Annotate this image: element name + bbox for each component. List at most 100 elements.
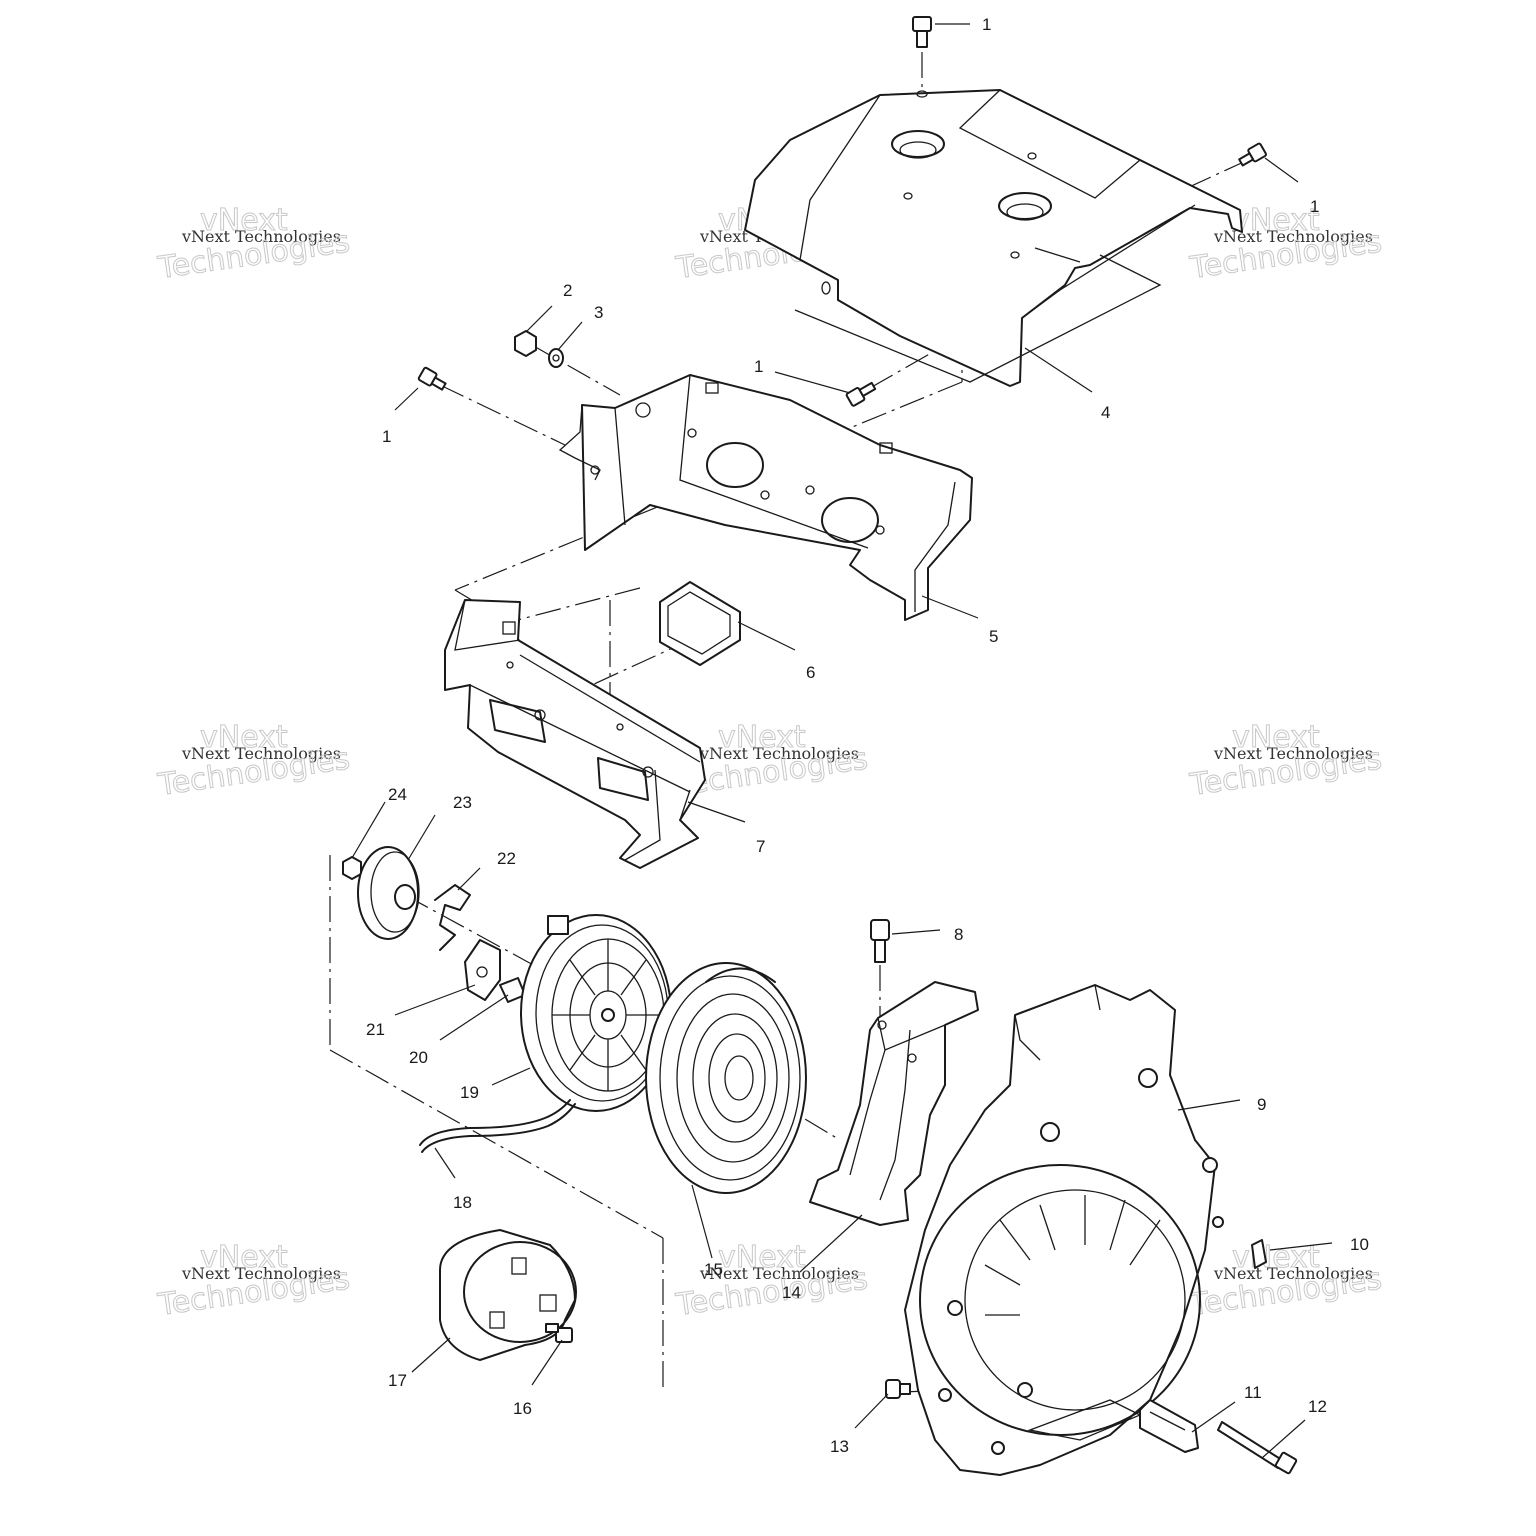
watermark-big: vNext bbox=[718, 720, 806, 755]
bracket-14-outline bbox=[809, 981, 979, 1226]
callout-numbers: 1 1 1 1 2 3 4 5 6 7 8 9 10 11 12 13 14 1… bbox=[366, 15, 1369, 1456]
axis-gasket bbox=[509, 587, 641, 623]
callout-10: 10 bbox=[1350, 1235, 1369, 1254]
mount-bracket-top-tab bbox=[454, 599, 521, 651]
leader-11 bbox=[1191, 1401, 1236, 1433]
bracket-hole-left bbox=[706, 442, 764, 488]
bolt-shank bbox=[545, 1323, 559, 1333]
rope-18-edge bbox=[421, 1103, 576, 1153]
gasket-inner bbox=[667, 591, 731, 655]
shroud-bolt-hole bbox=[916, 90, 928, 98]
rope-18 bbox=[419, 1099, 571, 1146]
leader-1-right bbox=[1264, 157, 1299, 183]
spring-housing-15 bbox=[645, 962, 807, 1194]
watermark-big: vNext bbox=[1232, 203, 1320, 238]
cup-slot bbox=[511, 1257, 527, 1275]
watermark-text: vNext Technologies bbox=[1213, 1264, 1373, 1283]
cup-slot bbox=[489, 1311, 505, 1329]
spring-clip-22 bbox=[434, 884, 471, 951]
watermark-text: vNext Technologies bbox=[181, 744, 341, 763]
callout-19: 19 bbox=[460, 1083, 479, 1102]
spring-coil-15 bbox=[708, 1033, 766, 1123]
leader-23 bbox=[407, 814, 436, 861]
callout-1-top: 1 bbox=[982, 15, 991, 34]
watermark-big: vNext bbox=[200, 203, 288, 238]
mount-bracket-hole bbox=[534, 709, 546, 721]
callout-24: 24 bbox=[388, 785, 407, 804]
fan-housing-boss bbox=[1212, 1216, 1224, 1228]
shroud-small-hole bbox=[821, 281, 831, 295]
pulley-19-center bbox=[601, 1008, 615, 1022]
screw-13-shank bbox=[899, 1383, 911, 1395]
leader-7 bbox=[687, 801, 746, 823]
friction-plate-23 bbox=[357, 846, 419, 940]
callout-8: 8 bbox=[954, 925, 963, 944]
bolt-1-left bbox=[417, 366, 447, 391]
bolt-1-top bbox=[912, 16, 932, 48]
upper-shroud bbox=[744, 89, 1243, 387]
watermark-text: vNext Technologies bbox=[1213, 227, 1373, 246]
mount-bracket-window-2 bbox=[597, 757, 649, 801]
callout-1-right: 1 bbox=[1310, 197, 1319, 216]
callout-7: 7 bbox=[756, 837, 765, 856]
bracket-small-hole bbox=[590, 465, 600, 475]
screw-12 bbox=[1217, 1421, 1298, 1475]
mount-bracket-hole bbox=[506, 661, 514, 669]
spring-hook-15 bbox=[705, 967, 776, 983]
bracket-11 bbox=[1139, 1399, 1199, 1453]
pulley-19-spokes bbox=[552, 939, 664, 1091]
leader-24 bbox=[351, 801, 386, 859]
shroud-outline bbox=[744, 89, 1243, 387]
leader-1-left bbox=[394, 387, 419, 411]
shroud-small-hole bbox=[903, 192, 913, 200]
leader-5 bbox=[921, 595, 979, 619]
cup-rim bbox=[463, 1241, 577, 1343]
spring-coil-15 bbox=[724, 1055, 754, 1101]
bolt-1-right bbox=[1238, 142, 1267, 167]
leader-9 bbox=[1177, 1099, 1241, 1111]
bolt-head bbox=[870, 919, 890, 941]
bracket-small-hole bbox=[635, 402, 651, 418]
bracket-11-outline bbox=[1139, 1399, 1199, 1453]
bracket-small-hole bbox=[875, 525, 885, 535]
mount-bracket-hole bbox=[642, 766, 654, 778]
leader-14 bbox=[799, 1214, 863, 1273]
lower-mount-bracket bbox=[444, 599, 706, 869]
shroud-hole-left-inner bbox=[899, 141, 937, 159]
callout-16: 16 bbox=[513, 1399, 532, 1418]
fan-housing-boss bbox=[1202, 1157, 1218, 1173]
shroud-fold-top bbox=[958, 89, 1141, 199]
bracket-panel-right-edge bbox=[914, 481, 956, 612]
callout-14: 14 bbox=[782, 1283, 801, 1302]
bracket-panel-outline bbox=[581, 374, 973, 621]
fan-housing-top-edge bbox=[1014, 984, 1101, 1061]
screw-12-head bbox=[1274, 1451, 1298, 1475]
starter-bracket-14 bbox=[809, 981, 979, 1226]
leader-17 bbox=[411, 1337, 451, 1373]
leader-3 bbox=[557, 321, 583, 351]
ratchet-21 bbox=[464, 939, 501, 1001]
callout-22: 22 bbox=[497, 849, 516, 868]
cup-slot bbox=[539, 1294, 557, 1312]
callout-5: 5 bbox=[989, 627, 998, 646]
bolt-shank bbox=[858, 381, 877, 397]
washer-3 bbox=[548, 348, 564, 368]
watermark-big: vNext bbox=[200, 1240, 288, 1275]
watermark-mid-left: vNext vNext Technologies Technologies bbox=[155, 720, 353, 804]
leader-16 bbox=[531, 1339, 563, 1386]
fan-housing-boss bbox=[1017, 1382, 1033, 1398]
gasket-outline bbox=[659, 581, 741, 666]
bracket-panel-fold bbox=[614, 374, 869, 549]
shroud-fold-left bbox=[799, 94, 881, 281]
spring-coil-15 bbox=[659, 975, 801, 1181]
fan-housing-boss bbox=[1040, 1122, 1060, 1142]
fan-housing-inner bbox=[964, 1189, 1186, 1411]
screw-13-head bbox=[885, 1379, 901, 1399]
watermark-text: vNext Technologies bbox=[699, 744, 859, 763]
callout-1-left: 1 bbox=[382, 427, 391, 446]
axis-shroud-to-bracket bbox=[454, 381, 963, 591]
bolt-16 bbox=[545, 1323, 573, 1343]
callout-23: 23 bbox=[453, 793, 472, 812]
mount-bracket-leg bbox=[624, 769, 691, 861]
fan-housing-outline bbox=[904, 984, 1216, 1476]
